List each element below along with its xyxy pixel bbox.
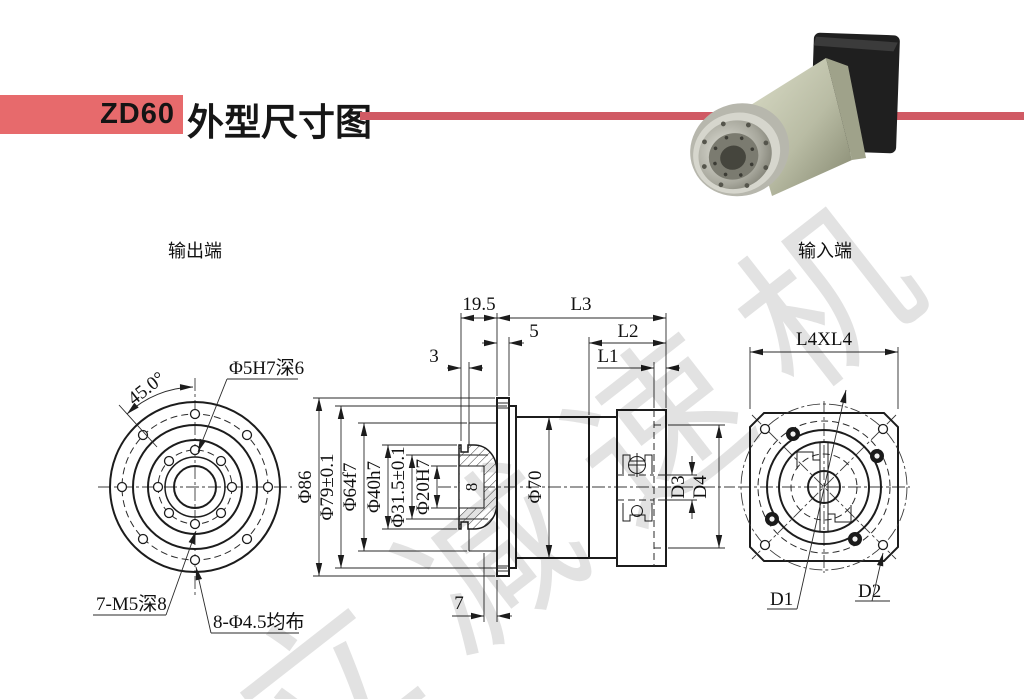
title-rule [360, 112, 1024, 120]
keyway-upper [796, 451, 820, 469]
model-chip: ZD60 [0, 95, 183, 134]
outer-bolt-holes [116, 408, 274, 566]
dim-step: 5 [529, 321, 539, 342]
watermark: 立减速机 [202, 149, 986, 699]
dim-dia-input-bore: D3 [668, 475, 689, 498]
dim-dia-flange: Φ86 [295, 471, 316, 504]
section-view: 8 [295, 294, 735, 622]
dim-dia-bolt-circle: Φ31.5±0.1 [388, 446, 409, 527]
dim-angle: 45.0° [124, 368, 169, 410]
dim-length-body: L2 [617, 321, 638, 342]
front-view: 45.0° Φ5H7深6 7-M5深8 8-Φ4.5均布 [93, 357, 304, 634]
output-end-label: 输出端 [168, 241, 222, 261]
gearbox-body-side [826, 58, 866, 160]
shaft-bore [459, 466, 484, 508]
corner-holes [759, 423, 889, 551]
dim-dia-shaft: Φ40h7 [364, 461, 385, 513]
dim-dia-bore: Φ20H7 [413, 459, 434, 515]
rear-view: L4XL4 D1 D2 [738, 329, 910, 610]
dim-bore-depth: 8 [462, 483, 481, 492]
dim-tapped-holes: 7-M5深8 [96, 593, 167, 615]
dim-dia-body: Φ70 [525, 471, 546, 504]
dim-dowel-hole: Φ5H7深6 [229, 357, 304, 379]
dim-length-total: L3 [570, 294, 591, 315]
dim-dia-recess: D4 [690, 475, 711, 499]
dim-groove: 3 [429, 346, 439, 367]
clamp-bolt-bottom [622, 503, 653, 522]
product-photo [690, 32, 900, 197]
dim-corner-hole: D2 [858, 581, 881, 602]
model-code: ZD60 [100, 98, 175, 130]
dim-length-flange: L1 [597, 346, 618, 367]
angle-arc [126, 384, 194, 415]
dim-shaft-extension: 19.5 [462, 294, 495, 315]
input-flange-block [616, 409, 667, 567]
square-flange [749, 412, 899, 562]
dim-dia-boss: Φ64f7 [340, 463, 361, 512]
input-bolts [765, 427, 884, 546]
dim-bolt-circle: D1 [770, 589, 793, 610]
keyway-lower [828, 505, 852, 523]
plate-top-bevel [813, 36, 898, 52]
dim-square: L4XL4 [796, 329, 852, 350]
dim-dia-spigot: Φ79±0.1 [317, 453, 338, 520]
input-end-label: 输入端 [798, 241, 852, 261]
dim-through-holes: 8-Φ4.5均布 [213, 611, 304, 633]
dim-plate-thickness: 7 [454, 593, 464, 614]
output-flange-photo [690, 103, 790, 197]
page-title: 外型尺寸图 [187, 103, 372, 144]
